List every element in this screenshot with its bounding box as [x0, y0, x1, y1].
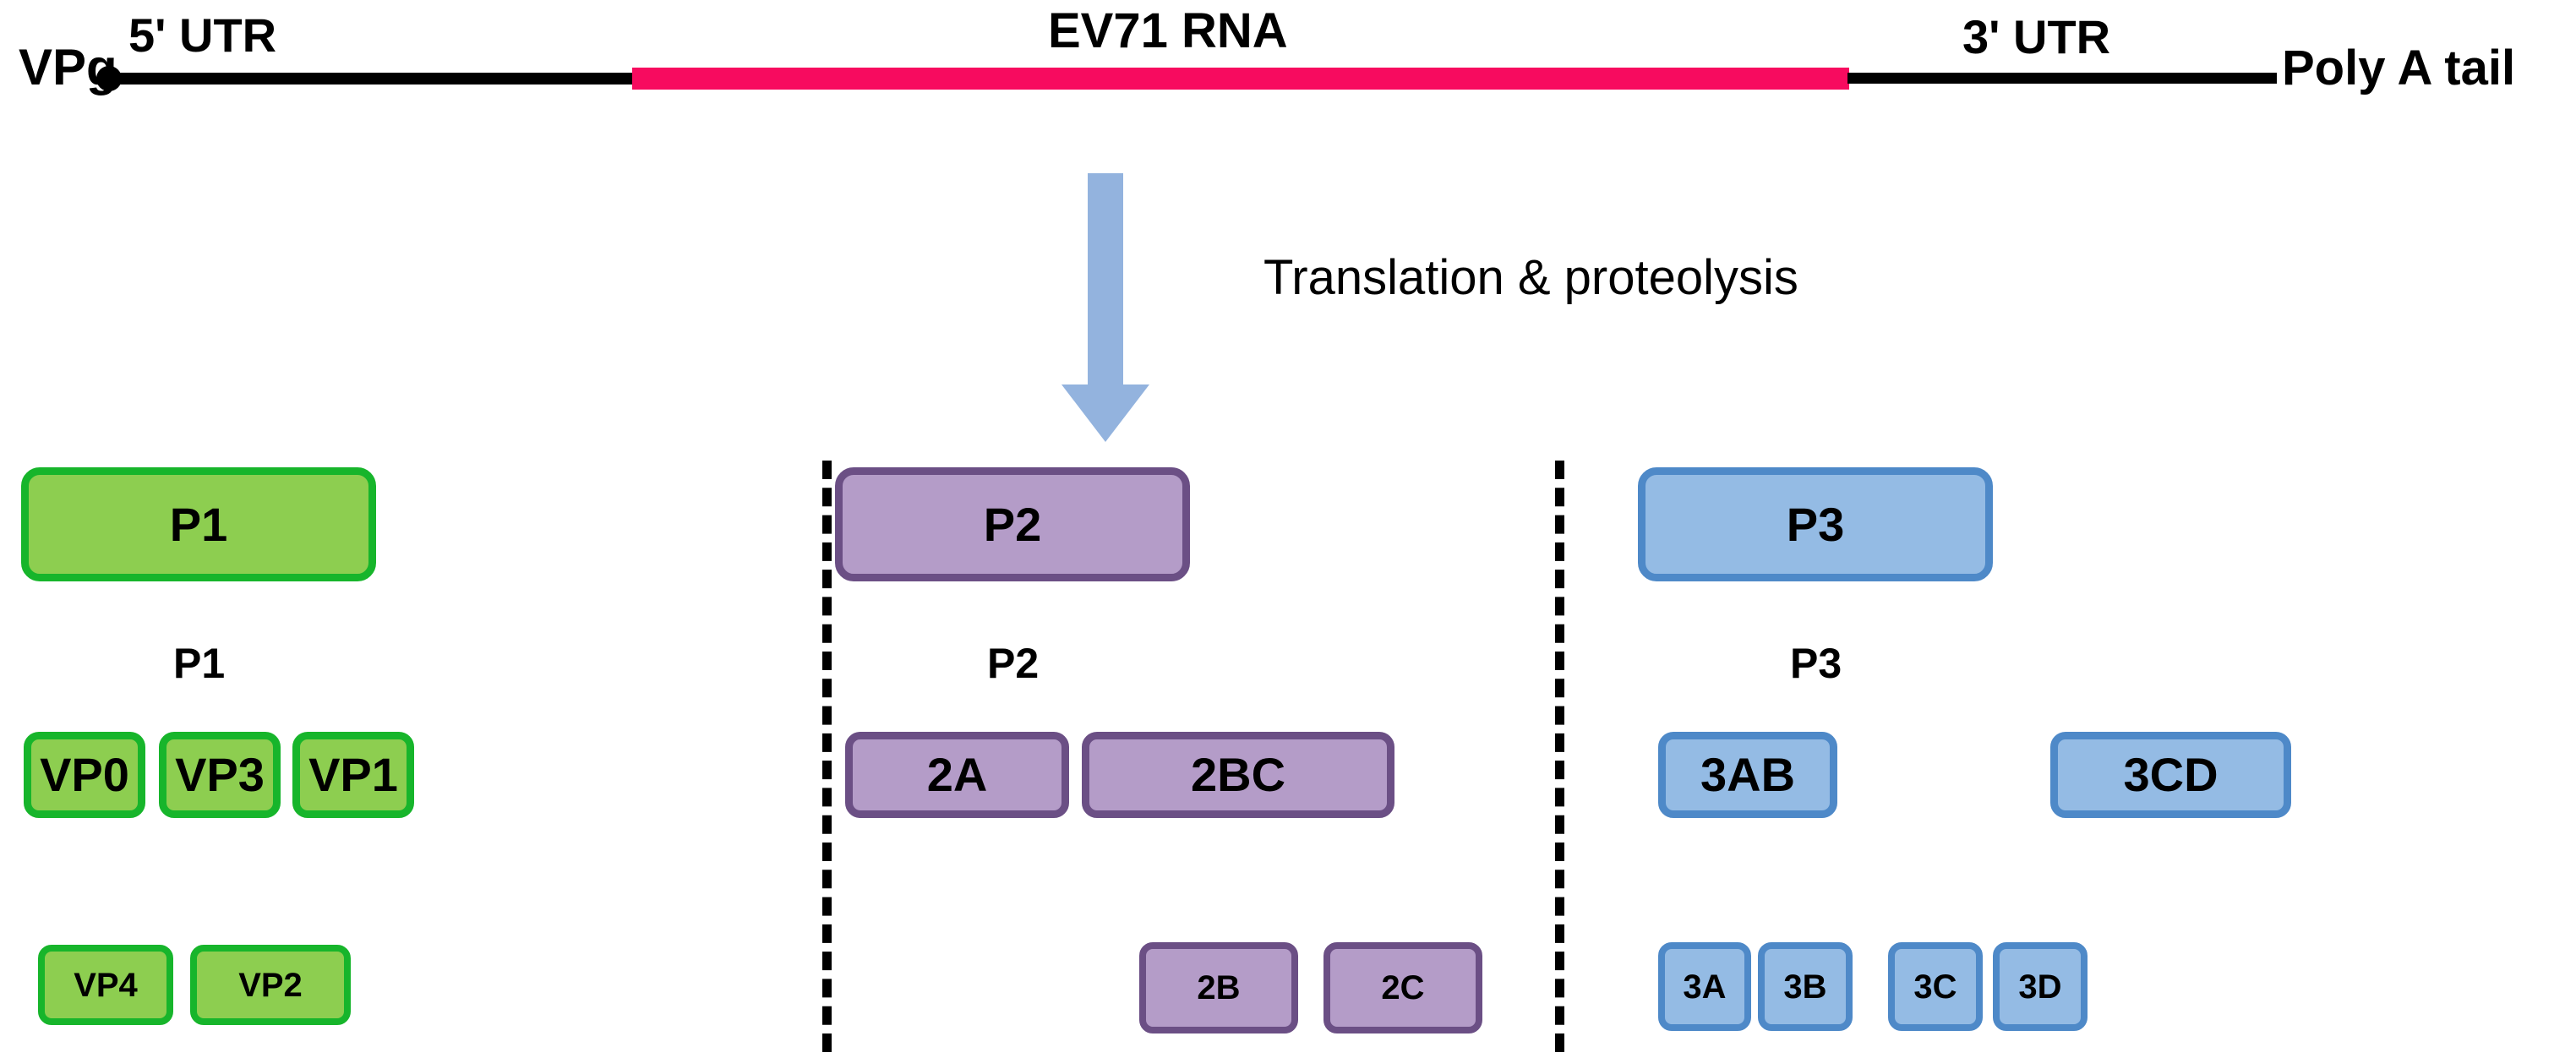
- product-box-3b[interactable]: 3B: [1758, 942, 1853, 1031]
- intermediate-box-vp3[interactable]: VP3: [159, 732, 281, 818]
- group-label-p1: P1: [173, 640, 226, 687]
- product-box-2b[interactable]: 2B: [1139, 942, 1298, 1033]
- utr3-label: 3' UTR: [1962, 10, 2111, 63]
- poly-a-tail-label: Poly A tail: [2282, 41, 2516, 95]
- intermediate-box-3ab[interactable]: 3AB: [1658, 732, 1837, 818]
- product-box-3d[interactable]: 3D: [1993, 942, 2088, 1031]
- intermediate-box-vp0[interactable]: VP0: [24, 732, 145, 818]
- utr5-label: 5' UTR: [128, 8, 277, 62]
- precursor-box-p1[interactable]: P1: [21, 467, 376, 581]
- divider-p1-p2: [822, 461, 832, 1052]
- product-box-2c[interactable]: 2C: [1323, 942, 1482, 1033]
- down-arrow-head-icon: [1062, 384, 1149, 442]
- divider-p2-p3: [1555, 461, 1564, 1052]
- group-label-p3: P3: [1790, 640, 1842, 687]
- precursor-box-p3[interactable]: P3: [1638, 467, 1993, 581]
- precursor-box-p2[interactable]: P2: [835, 467, 1190, 581]
- genome-3utr-line: [1847, 73, 2277, 84]
- genome-5utr-line: [108, 73, 634, 85]
- intermediate-box-2bc[interactable]: 2BC: [1082, 732, 1394, 818]
- group-label-p2: P2: [987, 640, 1040, 687]
- intermediate-box-vp1[interactable]: VP1: [292, 732, 414, 818]
- ev71-rna-label: EV71 RNA: [1048, 3, 1288, 58]
- product-box-3a[interactable]: 3A: [1658, 942, 1751, 1031]
- product-box-vp4[interactable]: VP4: [38, 945, 173, 1025]
- translation-proteolysis-label: Translation & proteolysis: [1263, 250, 1798, 305]
- product-box-3c[interactable]: 3C: [1888, 942, 1983, 1031]
- intermediate-box-3cd[interactable]: 3CD: [2050, 732, 2291, 818]
- intermediate-box-2a[interactable]: 2A: [845, 732, 1069, 818]
- product-box-vp2[interactable]: VP2: [190, 945, 351, 1025]
- down-arrow-shaft-icon: [1088, 173, 1123, 393]
- genome-coding-region-bar: [632, 68, 1849, 90]
